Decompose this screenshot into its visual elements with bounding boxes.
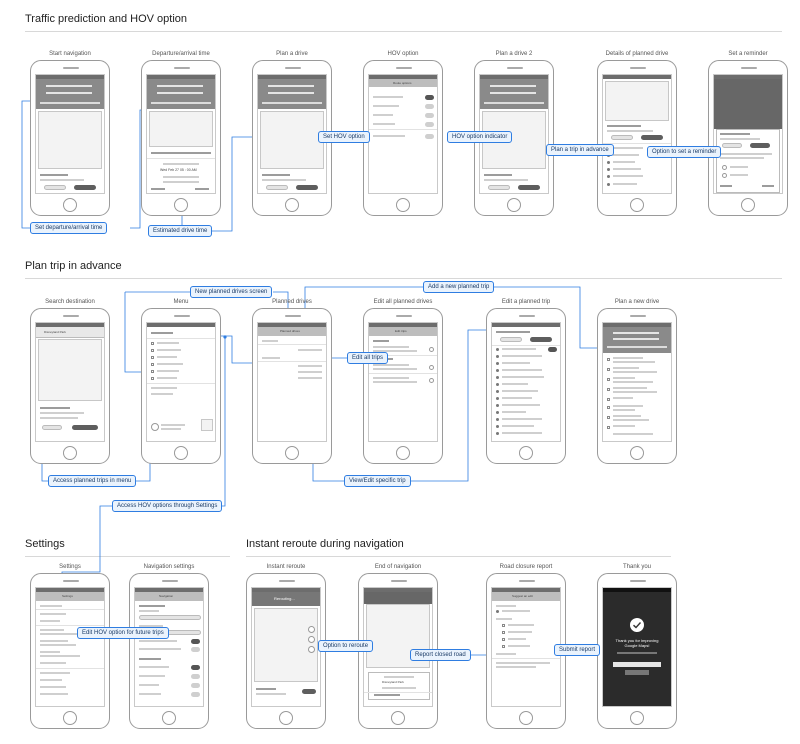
screen-label: Settings [59, 564, 81, 570]
screen-label: Plan a drive [276, 51, 308, 57]
phone-thank-you: Thank you for improving Google Maps! [597, 573, 677, 729]
screen-label: Road closure report [499, 564, 553, 570]
suggest-edit-header: Suggest an edit [512, 594, 533, 598]
section-divider [25, 31, 782, 32]
thank-you-message: Thank you for improving Google Maps! [615, 638, 659, 648]
screen-label: Planned drives [272, 299, 312, 305]
callout-view-edit-specific-trip: View/Edit specific trip [344, 475, 411, 487]
callout-new-planned-drives-screen: New planned drives screen [190, 286, 273, 298]
screen-label: Start navigation [49, 51, 91, 57]
callout-access-planned-trips-menu: Access planned trips in menu [48, 475, 137, 487]
phone-edit-a-planned-trip [486, 308, 566, 464]
screen-label: Navigation settings [143, 564, 195, 570]
phone-navigation-settings: Navigation [129, 573, 209, 729]
phone-instant-reroute: Rerouting... [246, 573, 326, 729]
screen-label: HOV option [387, 51, 419, 57]
screen-label: Plan a drive 2 [495, 51, 533, 57]
phone-set-a-reminder [708, 60, 788, 216]
callout-plan-trip-in-advance: Plan a trip in advance [546, 144, 614, 156]
phone-departure-arrival-time: Wed Feb 27 05 : 00 AM [141, 60, 221, 216]
callout-set-departure: Set departure/arrival time [30, 222, 108, 234]
section-title-plan: Plan trip in advance [25, 260, 122, 272]
callout-access-hov-settings: Access HOV options through Settings [112, 500, 223, 512]
screen-label: Plan a new drive [614, 299, 660, 305]
phone-plan-a-new-drive [597, 308, 677, 464]
callout-option-reminder: Option to set a reminder [647, 146, 722, 158]
section-divider [246, 556, 671, 557]
section-title-reroute: Instant reroute during navigation [246, 538, 404, 550]
navigation-settings-header: Navigation [159, 594, 174, 598]
callout-set-hov-option: Set HOV option [318, 131, 370, 143]
edit-trips-header: Edit trips [395, 329, 407, 333]
callout-add-new-planned-trip: Add a new planned trip [423, 281, 495, 293]
screen-label: Edit a planned trip [501, 299, 551, 305]
screen-label: Instant reroute [266, 564, 306, 570]
phone-details-planned-drive [597, 60, 677, 216]
screen-label: Edit all planned drives [373, 299, 433, 305]
callout-report-closed-road: Report closed road [410, 649, 471, 661]
phone-planned-drives: Planned drives [252, 308, 332, 464]
screen-label: Menu [173, 299, 189, 305]
phone-edit-all-planned-drives: Edit trips [363, 308, 443, 464]
screen-label: Details of planned drive [605, 51, 669, 57]
search-field-text: Disneyland Park [44, 330, 66, 334]
screen-label: Set a reminder [728, 51, 768, 57]
settings-header: Settings [62, 594, 73, 598]
hov-header-title: Route options [393, 81, 412, 85]
phone-menu [141, 308, 221, 464]
section-title-settings: Settings [25, 538, 65, 550]
section-divider [25, 278, 782, 279]
callout-submit-report: Submit report [554, 644, 601, 656]
screen-label: Thank you [622, 564, 652, 570]
callout-option-to-reroute: Option to reroute [318, 640, 374, 652]
callout-hov-option-indicator: HOV option indicator [447, 131, 513, 143]
checkmark-icon [633, 622, 642, 629]
screen-label: Departure/arrival time [152, 51, 210, 57]
callout-edit-all-trips: Edit all trips [347, 352, 389, 364]
callout-estimated-drive-time: Estimated drive time [148, 225, 213, 237]
destination-name: Disneyland Park [382, 680, 404, 684]
phone-settings: Settings [30, 573, 110, 729]
phone-start-navigation [30, 60, 110, 216]
phone-search-destination: Disneyland Park [30, 308, 110, 464]
section-divider [25, 556, 230, 557]
time-picker-value: Wed Feb 27 05 : 00 AM [160, 168, 197, 172]
rerouting-text: Rerouting... [274, 596, 295, 601]
screen-label: Search destination [45, 299, 95, 305]
phone-hov-option: Route options [363, 60, 443, 216]
screen-label: End of navigation [374, 564, 422, 570]
planned-drives-header: Planned drives [280, 329, 300, 333]
section-title-traffic: Traffic prediction and HOV option [25, 13, 188, 25]
callout-edit-hov-future-trips: Edit HOV option for future trips [77, 627, 169, 639]
